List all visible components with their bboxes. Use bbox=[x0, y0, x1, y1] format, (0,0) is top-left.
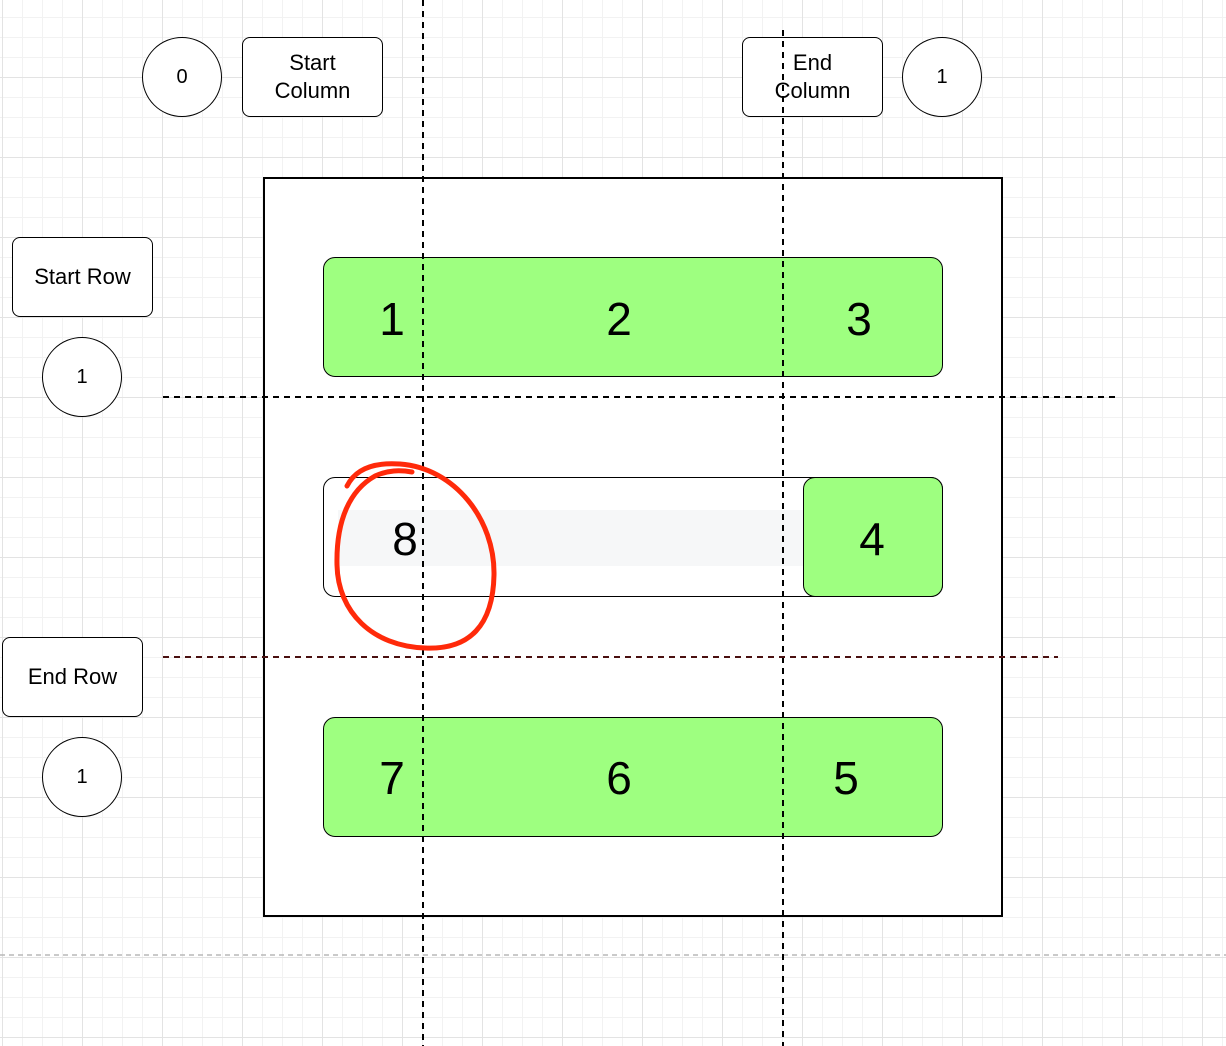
bottom-row-bar bbox=[323, 717, 943, 837]
end-row-label: End Row bbox=[2, 637, 143, 717]
end-column-text: End Column bbox=[774, 50, 851, 103]
cell-3: 3 bbox=[846, 293, 872, 345]
highlight-circle bbox=[334, 461, 497, 651]
start-column-text: Start Column bbox=[274, 50, 351, 103]
top-row-bar bbox=[323, 257, 943, 377]
end-column-counter: 1 bbox=[902, 37, 982, 117]
start-row-label: Start Row bbox=[12, 237, 153, 317]
start-row-text: Start Row bbox=[34, 264, 131, 289]
cell-7: 7 bbox=[379, 752, 405, 804]
cell-4: 4 bbox=[859, 513, 885, 565]
cell-6: 6 bbox=[606, 752, 632, 804]
end-row-text: End Row bbox=[27, 664, 118, 689]
end-row-value: 1 bbox=[76, 765, 88, 788]
start-row-counter: 1 bbox=[42, 337, 122, 417]
start-column-counter: 0 bbox=[142, 37, 222, 117]
end-column-value: 1 bbox=[936, 65, 948, 88]
start-column-value: 0 bbox=[176, 65, 188, 88]
middle-row-highlight bbox=[338, 510, 804, 566]
end-row-counter: 1 bbox=[42, 737, 122, 817]
start-row-value: 1 bbox=[76, 365, 88, 388]
cell-8: 8 bbox=[392, 513, 418, 565]
cell-4-box bbox=[803, 477, 943, 597]
start-column-label: Start Column bbox=[242, 37, 383, 117]
cell-2: 2 bbox=[606, 293, 632, 345]
cell-5: 5 bbox=[833, 752, 859, 804]
cell-1: 1 bbox=[379, 293, 405, 345]
end-column-label: End Column bbox=[742, 37, 883, 117]
